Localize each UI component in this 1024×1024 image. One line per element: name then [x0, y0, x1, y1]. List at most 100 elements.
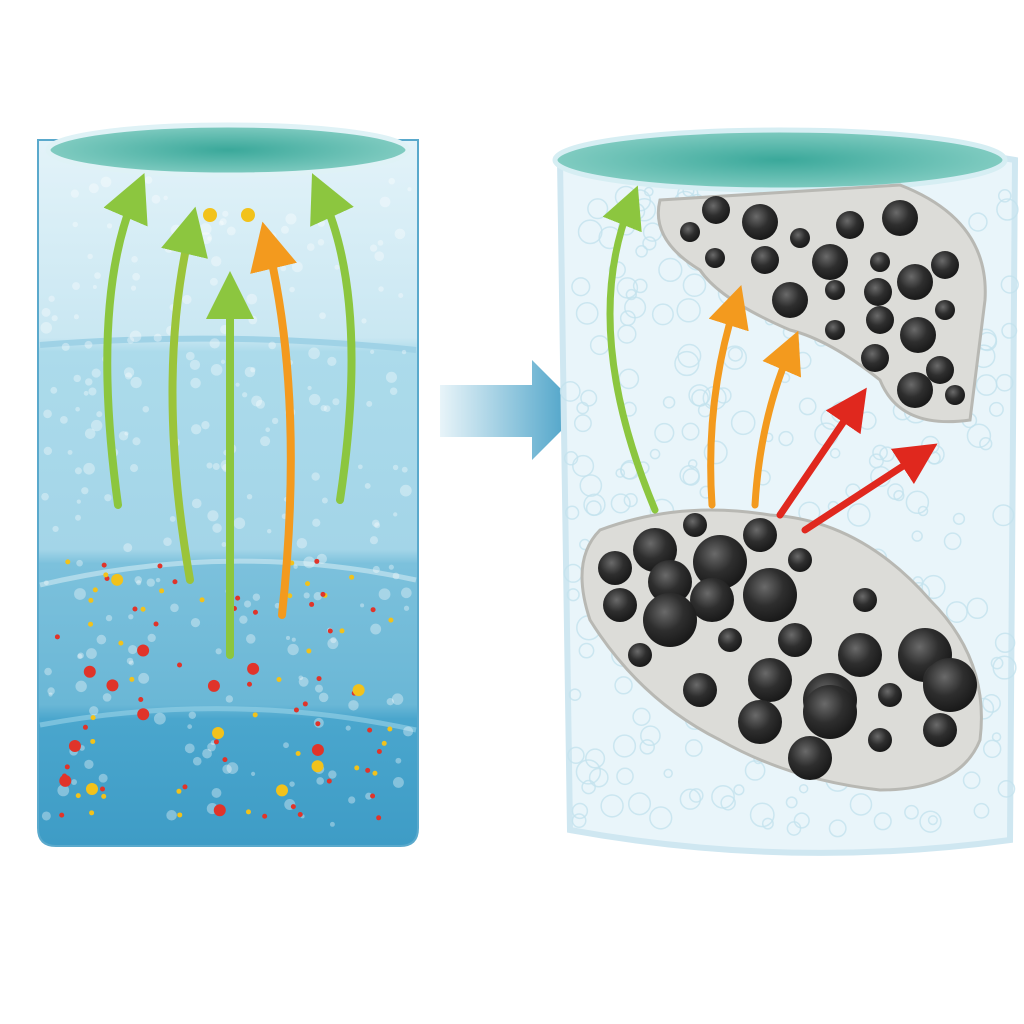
- texture-ring: [575, 759, 602, 785]
- texture-dot: [357, 464, 363, 470]
- pellet: [853, 588, 877, 612]
- texture-dot: [88, 387, 97, 396]
- texture-dot: [70, 189, 80, 198]
- texture-dot: [293, 564, 298, 569]
- texture-dot: [73, 314, 79, 320]
- texture-dot: [318, 692, 329, 703]
- texture-dot: [98, 773, 108, 783]
- texture-ring: [968, 212, 988, 232]
- texture-ring: [982, 739, 1002, 759]
- texture-ring: [945, 601, 968, 624]
- particle: [388, 617, 394, 623]
- pellet: [866, 306, 894, 334]
- texture-ring: [639, 739, 655, 755]
- particle: [376, 748, 382, 754]
- texture-ring: [580, 389, 598, 407]
- texture-ring: [684, 739, 703, 757]
- texture-dot: [225, 695, 234, 703]
- texture-dot: [132, 437, 141, 446]
- particle: [213, 739, 219, 745]
- texture-dot: [188, 711, 196, 719]
- texture-ring: [873, 812, 892, 831]
- texture-dot: [57, 784, 70, 797]
- texture-ring: [616, 277, 639, 299]
- texture-dot: [126, 657, 134, 665]
- texture-dot: [323, 405, 331, 413]
- particle: [311, 743, 324, 756]
- texture-dot: [201, 421, 210, 430]
- texture-ring: [681, 422, 700, 441]
- texture-dot: [207, 236, 212, 241]
- pellet: [926, 356, 954, 384]
- pellet: [788, 736, 832, 780]
- texture-ring: [785, 796, 798, 809]
- particle: [276, 677, 282, 683]
- texture-ring: [988, 401, 1004, 417]
- texture-dot: [370, 623, 382, 635]
- texture-ring: [635, 244, 648, 258]
- arrow-red: [801, 443, 938, 534]
- texture-ring: [662, 396, 676, 409]
- texture-dot: [74, 588, 86, 600]
- texture-dot: [146, 578, 155, 587]
- particle: [90, 738, 96, 744]
- texture-dot: [298, 675, 304, 681]
- texture-ring: [952, 512, 966, 525]
- texture-dot: [287, 643, 299, 656]
- texture-dot: [291, 261, 303, 273]
- texture-dot: [250, 367, 256, 373]
- texture-dot: [317, 239, 325, 246]
- pellet: [878, 683, 902, 707]
- particle: [320, 591, 326, 597]
- texture-dot: [84, 340, 93, 349]
- texture-ring: [996, 198, 1019, 221]
- texture-dot: [84, 759, 94, 769]
- texture-ring: [654, 422, 675, 444]
- texture-dot: [105, 614, 113, 622]
- particle: [252, 712, 258, 718]
- texture-ring: [979, 437, 993, 451]
- texture-ring: [904, 804, 919, 820]
- texture-dot: [43, 580, 49, 586]
- pellet: [825, 320, 845, 340]
- texture-dot: [327, 638, 339, 650]
- texture-ring: [828, 819, 847, 838]
- particle: [90, 715, 96, 721]
- texture-dot: [86, 648, 97, 659]
- particle: [176, 788, 182, 794]
- texture-dot: [91, 368, 101, 378]
- texture-dot: [128, 660, 134, 666]
- pellet: [868, 728, 892, 752]
- texture-dot: [76, 499, 81, 504]
- texture-dot: [365, 792, 373, 800]
- texture-ring: [893, 490, 905, 502]
- texture-dot: [393, 777, 404, 788]
- particle: [100, 786, 106, 792]
- texture-dot: [212, 523, 222, 533]
- particle: [215, 809, 221, 815]
- texture-dot: [215, 648, 222, 655]
- particle: [207, 679, 220, 692]
- texture-dot: [244, 366, 256, 378]
- texture-dot: [85, 378, 93, 386]
- texture-dot: [71, 779, 78, 786]
- particle: [111, 573, 124, 586]
- texture-dot: [43, 446, 53, 456]
- texture-dot: [378, 588, 391, 601]
- adsorbent-pellets: [598, 196, 977, 780]
- texture-ring: [643, 186, 654, 197]
- texture-dot: [319, 312, 326, 320]
- pellet: [743, 518, 777, 552]
- texture-ring: [682, 273, 707, 297]
- particle: [177, 812, 183, 818]
- texture-dot: [366, 400, 373, 407]
- pellet: [718, 628, 742, 652]
- texture-dot: [210, 364, 223, 376]
- texture-dot: [332, 398, 340, 406]
- texture-ring: [612, 734, 637, 758]
- texture-dot: [130, 285, 137, 291]
- pellet: [861, 344, 889, 372]
- texture-dot: [251, 395, 263, 407]
- texture-dot: [189, 359, 201, 371]
